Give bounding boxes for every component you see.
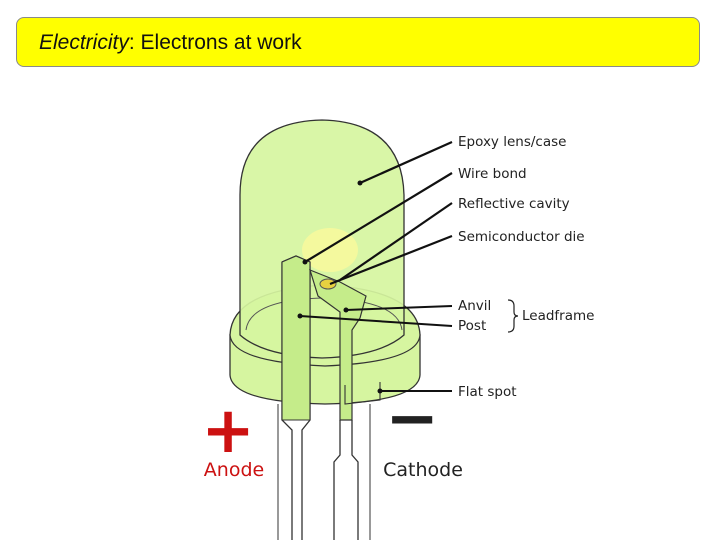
cathode-minus-sign: − (385, 382, 439, 456)
label-flat-spot: Flat spot (458, 384, 517, 400)
slide-title: Electricity: Electrons at work (39, 31, 302, 55)
label-reflective: Reflective cavity (458, 196, 570, 212)
label-post: Post (458, 318, 486, 334)
label-leadframe: Leadframe (522, 308, 594, 324)
pointer-epoxy (359, 140, 453, 185)
cathode-label: Cathode (383, 459, 463, 481)
label-epoxy: Epoxy lens/case (458, 134, 566, 150)
title-rest: : Electrons at work (128, 31, 302, 54)
pointer-dot (297, 313, 303, 319)
leadframe-brace (507, 299, 519, 333)
anode-lead-shade (281, 255, 311, 421)
pointer-dot (343, 307, 349, 313)
pointer-dot (357, 180, 363, 186)
anode-plus-sign: + (201, 394, 255, 468)
pointer-semiconductor (329, 234, 453, 286)
cathode-anvil (309, 268, 367, 421)
pointer-post (299, 315, 453, 327)
pointer-wire-bond (304, 172, 453, 263)
pointer-dot (377, 388, 383, 394)
label-wire-bond: Wire bond (458, 166, 527, 182)
pointer-reflective (339, 202, 453, 281)
anode-label: Anode (204, 459, 264, 481)
pointer-dot (302, 259, 308, 265)
title-emphasis: Electricity (39, 31, 129, 54)
cathode-lead (333, 420, 359, 540)
title-bar: Electricity: Electrons at work (16, 17, 700, 67)
label-semiconductor: Semiconductor die (458, 229, 585, 245)
label-anvil: Anvil (458, 298, 491, 314)
pointer-anvil (345, 305, 453, 311)
semiconductor-die (319, 278, 337, 290)
